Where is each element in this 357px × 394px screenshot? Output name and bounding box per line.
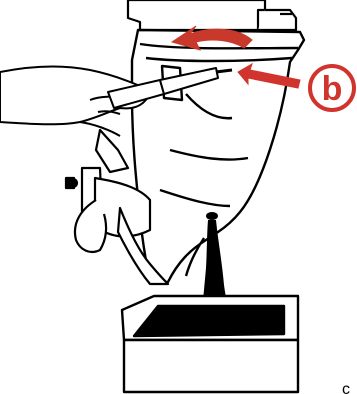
motor-upper-housing	[128, 0, 296, 30]
callout-b: b	[310, 66, 354, 110]
drain-container	[122, 296, 298, 392]
callout-letter: b	[322, 70, 343, 108]
drain-screw	[206, 212, 218, 220]
cutoff-text: c	[342, 381, 350, 394]
